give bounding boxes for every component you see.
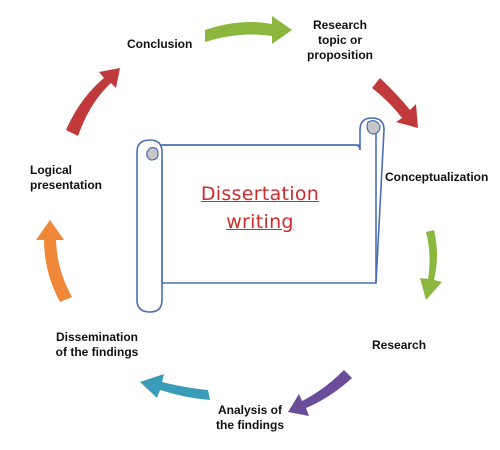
scroll-graphic	[136, 117, 385, 313]
stage-analysis-line2: the findings	[216, 418, 284, 432]
stage-conceptualization: Conceptualization	[385, 170, 488, 185]
stage-research-topic-line2: topic or	[318, 33, 362, 47]
stage-logical-presentation-line1: Logical	[30, 163, 73, 177]
stage-dissemination: Dissemination of the findings	[42, 330, 152, 360]
arrow-conclusion-to-topic	[205, 16, 292, 44]
stage-research-topic-line3: proposition	[307, 48, 373, 62]
stage-logical-presentation: Logical presentation	[30, 163, 102, 193]
scroll-title-line1: Dissertation	[200, 183, 320, 205]
stage-conclusion-line1: Conclusion	[127, 37, 193, 51]
stage-analysis-line1: Analysis of	[217, 403, 283, 417]
stage-research-topic-line1: Research	[312, 18, 368, 32]
stage-conceptualization-line1: Conceptualization	[385, 170, 489, 184]
scroll-body	[146, 117, 385, 284]
cycle-arrows	[36, 16, 442, 416]
arrow-analysis-to-dissemination	[140, 374, 210, 400]
arrow-research-to-analysis	[288, 370, 352, 416]
arrow-conceptualization-to-research	[420, 230, 442, 300]
stage-dissemination-line2: of the findings	[55, 345, 139, 359]
scroll-left-roll	[136, 139, 163, 313]
stage-research-line1: Research	[372, 338, 427, 352]
scroll-left-curl	[146, 147, 159, 161]
scroll-title-line2: writing	[226, 211, 294, 233]
arrow-dissemination-to-logical	[36, 220, 72, 302]
stage-logical-presentation-line2: presentation	[30, 178, 103, 192]
arrow-logical-to-conclusion	[66, 68, 120, 136]
arrow-topic-to-conceptualization	[372, 78, 418, 128]
stage-research-topic: Research topic or proposition	[300, 18, 380, 63]
stage-conclusion: Conclusion	[127, 37, 192, 52]
stage-dissemination-line1: Dissemination	[55, 330, 139, 344]
scroll-title: Dissertation writing	[190, 180, 330, 236]
stage-analysis: Analysis of the findings	[205, 403, 295, 433]
stage-research: Research	[372, 338, 426, 353]
scroll-right-curl	[366, 120, 381, 135]
